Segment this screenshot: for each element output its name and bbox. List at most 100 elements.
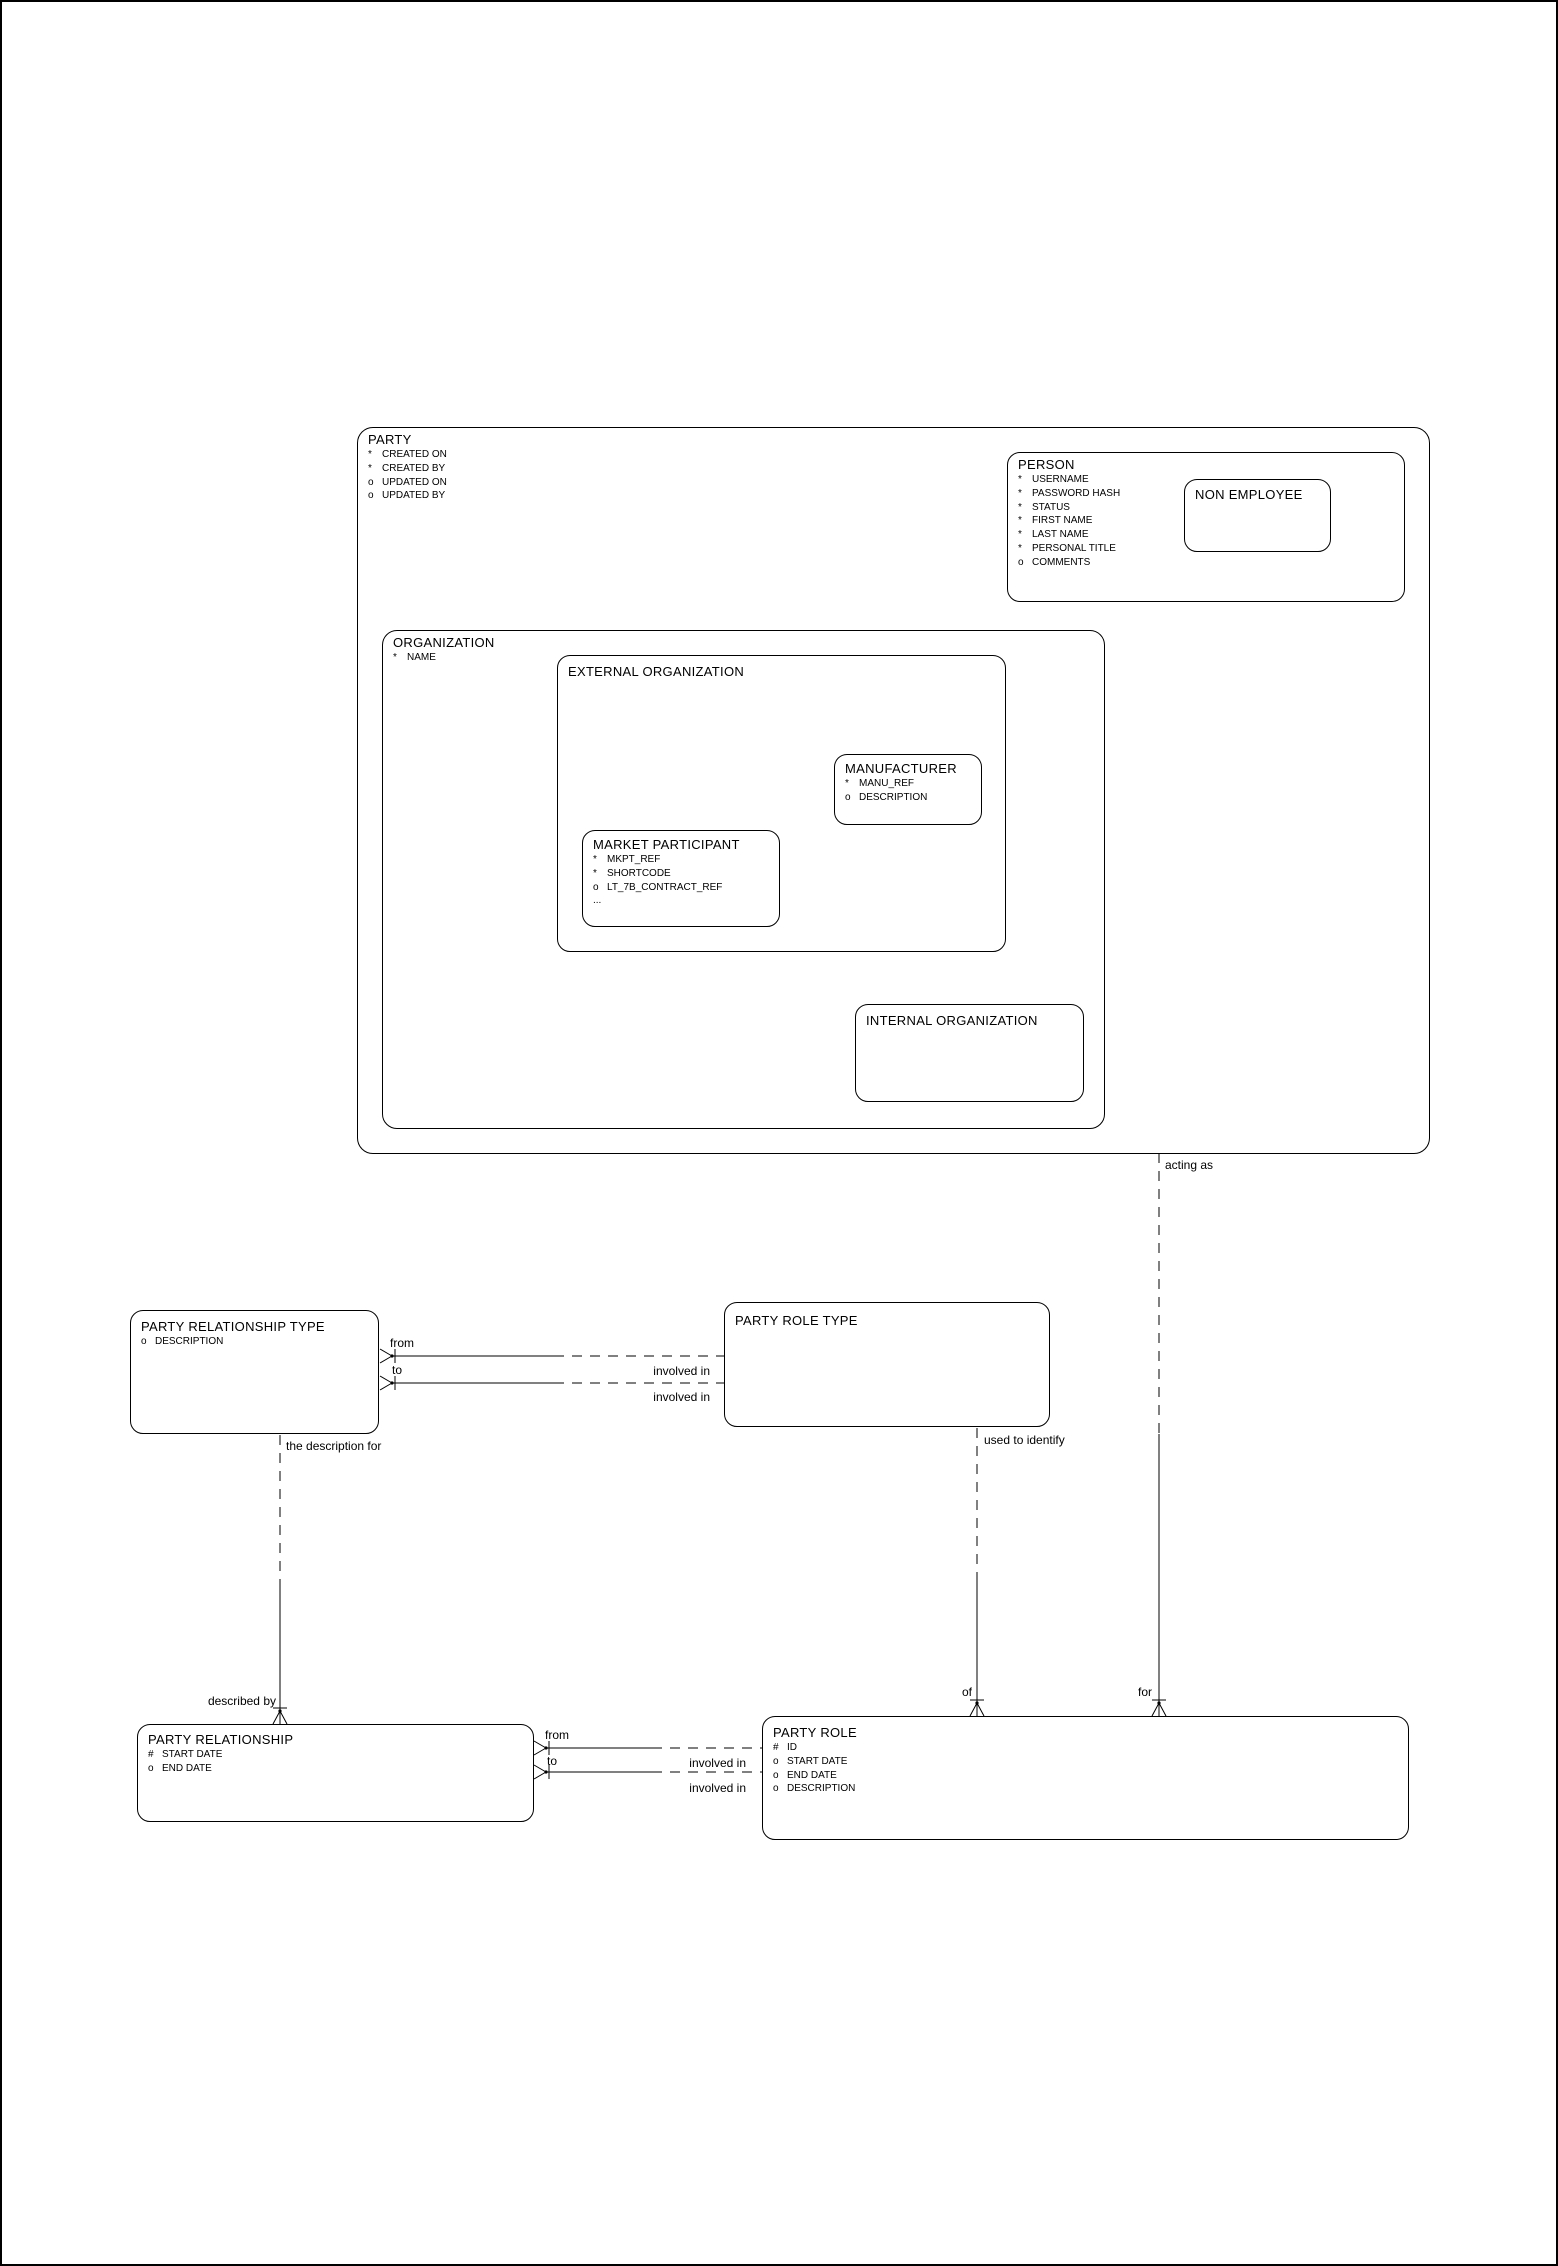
attribute-row: ... bbox=[593, 894, 771, 908]
line-party-relationship-party-role-from bbox=[533, 1740, 762, 1756]
attr-name: SHORTCODE bbox=[607, 867, 671, 879]
relationship-label-rel-involved-in-1: involved in bbox=[689, 1756, 746, 1770]
relationship-label-rel-from: from bbox=[545, 1728, 569, 1742]
entity-title: PARTY bbox=[368, 432, 412, 447]
entity-title: MANUFACTURER bbox=[845, 761, 957, 776]
attr-name: LT_7B_CONTRACT_REF bbox=[607, 881, 723, 893]
entity-title: EXTERNAL ORGANIZATION bbox=[568, 664, 745, 679]
relationship-label-rel-to: to bbox=[547, 1754, 558, 1768]
attr-marker: * bbox=[368, 449, 372, 460]
attribute-row: o START DATE bbox=[773, 1755, 1400, 1769]
attribute-row: * FIRST NAME bbox=[1018, 514, 1396, 528]
attribute-row: * PERSONAL TITLE bbox=[1018, 542, 1396, 556]
attr-marker: * bbox=[1018, 487, 1022, 499]
relationship-label-type-involved-in-2: involved in bbox=[653, 1390, 710, 1404]
attr-name: PASSWORD HASH bbox=[1032, 487, 1121, 499]
attribute-row: * LAST NAME bbox=[1018, 528, 1396, 542]
relationship-label-used-to-identify: used to identify bbox=[984, 1433, 1065, 1447]
attr-name: NAME bbox=[407, 652, 436, 663]
attr-name: STATUS bbox=[1032, 501, 1070, 513]
entity-party-role-type[interactable]: PARTY ROLE TYPE bbox=[724, 1302, 1050, 1427]
attr-marker: * bbox=[368, 462, 372, 474]
attr-marker: * bbox=[1018, 529, 1022, 541]
attr-marker: o bbox=[1018, 556, 1024, 568]
line-party-relationship-type-party-role-type-to bbox=[379, 1375, 724, 1391]
crow-foot-many-marker bbox=[379, 1348, 393, 1364]
attr-marker: * bbox=[1018, 515, 1022, 527]
attr-name: ID bbox=[787, 1742, 797, 1753]
attr-name: USERNAME bbox=[1032, 474, 1089, 485]
attribute-row: * PASSWORD HASH bbox=[1018, 487, 1396, 501]
attr-marker: o bbox=[141, 1336, 147, 1347]
attr-marker: # bbox=[773, 1742, 779, 1753]
attribute-row: *CREATED ON bbox=[368, 448, 1421, 462]
crow-foot-many-marker bbox=[533, 1740, 547, 1756]
crow-foot-many-marker bbox=[379, 1375, 393, 1391]
attr-marker: o bbox=[368, 490, 374, 502]
attr-name: LAST NAME bbox=[1032, 529, 1089, 541]
attr-marker: o bbox=[773, 1783, 779, 1795]
crow-foot-many-marker bbox=[533, 1764, 547, 1780]
entity-internal-organization[interactable]: INTERNAL ORGANIZATION bbox=[855, 1004, 1084, 1102]
attr-marker: * bbox=[1018, 542, 1022, 554]
attr-marker: * bbox=[1018, 501, 1022, 513]
attr-name: MKPT_REF bbox=[607, 854, 661, 865]
relationship-label-type-from: from bbox=[390, 1336, 414, 1350]
attr-name: UPDATED ON bbox=[382, 476, 447, 488]
entity-title: PARTY ROLE bbox=[773, 1725, 857, 1740]
attr-marker: * bbox=[393, 652, 397, 663]
attr-name: MANU_REF bbox=[859, 778, 915, 789]
attr-marker: * bbox=[593, 854, 597, 865]
attr-marker: o bbox=[773, 1769, 779, 1781]
line-party-role-type-used-to-identify-party-role bbox=[969, 1428, 985, 1717]
attribute-row: # ID bbox=[773, 1741, 1400, 1755]
attr-name: FIRST NAME bbox=[1032, 515, 1093, 527]
relationship-label-for: for bbox=[1137, 1685, 1152, 1699]
attribute-row: * CREATED BY bbox=[368, 462, 1421, 476]
entity-title: PERSON bbox=[1018, 457, 1075, 472]
attr-marker: o bbox=[845, 791, 851, 803]
entity-title: MARKET PARTICIPANT bbox=[593, 837, 740, 852]
entity-non-employee[interactable]: NON EMPLOYEE bbox=[1184, 479, 1331, 552]
attr-name: DESCRIPTION bbox=[787, 1783, 856, 1795]
attr-name: PERSONAL TITLE bbox=[1032, 542, 1116, 554]
attr-name: CREATED BY bbox=[382, 462, 446, 474]
attribute-row: * MKPT_REF bbox=[593, 853, 771, 867]
entity-title: PARTY ROLE TYPE bbox=[735, 1313, 858, 1328]
relationship-label-described-by: described by bbox=[207, 1694, 276, 1708]
crow-foot-many-marker bbox=[1151, 1702, 1167, 1717]
attribute-row: * NAME bbox=[393, 651, 1096, 665]
entity-title: PARTY RELATIONSHIP bbox=[148, 1732, 294, 1747]
attr-marker: o bbox=[773, 1755, 779, 1767]
attr-marker: o bbox=[148, 1762, 154, 1774]
entity-party-relationship[interactable]: PARTY RELATIONSHIP # START DATE o END DATE bbox=[137, 1724, 534, 1822]
crow-foot-many-marker bbox=[969, 1702, 985, 1717]
attribute-row: o DESCRIPTION bbox=[773, 1782, 1400, 1796]
entity-market-participant[interactable]: MARKET PARTICIPANT *MKPT_REF *SHORTCODE … bbox=[582, 830, 780, 927]
relationship-label-type-involved-in-1: involved in bbox=[653, 1364, 710, 1378]
line-party-relationship-type-party-role-type-from bbox=[379, 1348, 724, 1364]
attr-name: END DATE bbox=[162, 1762, 212, 1774]
attr-name: START DATE bbox=[162, 1749, 223, 1760]
relationship-label-type-to: to bbox=[392, 1363, 403, 1377]
attribute-row: o END DATE bbox=[148, 1762, 525, 1776]
attr-name: UPDATED BY bbox=[382, 490, 446, 502]
attr-marker: # bbox=[148, 1749, 154, 1760]
relationship-label-the-description-for: the description for bbox=[286, 1439, 382, 1453]
entity-title: NON EMPLOYEE bbox=[1195, 487, 1303, 502]
attribute-row: o UPDATED BY bbox=[368, 489, 1421, 503]
relationship-label-acting-as: acting as bbox=[1165, 1158, 1214, 1172]
line-party-relationship-type-description-party-relationship bbox=[272, 1435, 288, 1725]
attribute-row: *SHORTCODE bbox=[593, 867, 771, 881]
attr-name: START DATE bbox=[787, 1755, 848, 1767]
entity-title: ORGANIZATION bbox=[393, 635, 495, 650]
